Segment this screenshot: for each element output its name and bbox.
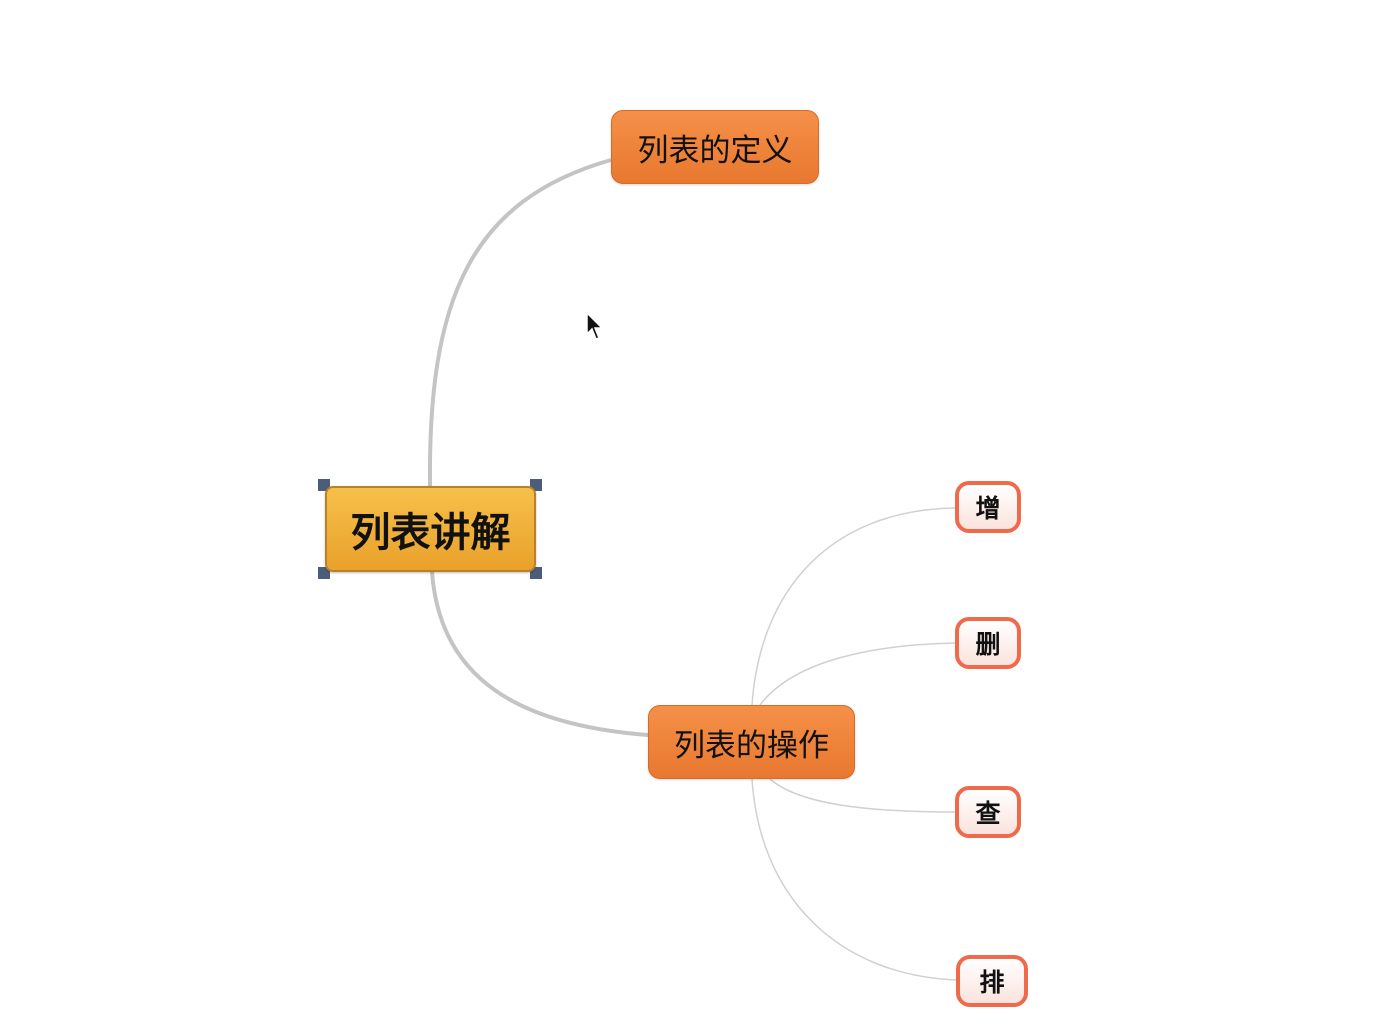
subtopic-label-sort: 排 — [979, 968, 1005, 997]
topic-node-operations[interactable]: 列表的操作 — [648, 705, 855, 779]
subtopic-label-add: 增 — [975, 494, 1001, 523]
subtopic-node-sort[interactable]: 排 — [956, 955, 1028, 1007]
connector-operations-sort — [751, 778, 957, 981]
topic-label-definition: 列表的定义 — [637, 132, 793, 169]
connector-root-definition — [427, 158, 612, 487]
subtopic-label-query: 查 — [975, 799, 1001, 828]
connector-operations-query — [769, 778, 956, 813]
subtopic-node-query[interactable]: 查 — [955, 786, 1021, 838]
mouse-pointer-icon — [586, 312, 604, 340]
subtopic-node-delete[interactable]: 删 — [955, 617, 1021, 669]
root-topic-label: 列表讲解 — [350, 510, 511, 556]
connector-operations-delete — [759, 642, 956, 706]
topic-label-operations: 列表的操作 — [674, 727, 829, 764]
topic-node-definition[interactable]: 列表的定义 — [611, 110, 819, 184]
connector-operations-add — [751, 507, 956, 706]
subtopic-node-add[interactable]: 增 — [955, 481, 1021, 533]
root-topic-node[interactable]: 列表讲解 — [325, 486, 536, 572]
subtopic-label-delete: 删 — [975, 630, 1001, 659]
connector-root-operations — [430, 571, 649, 737]
